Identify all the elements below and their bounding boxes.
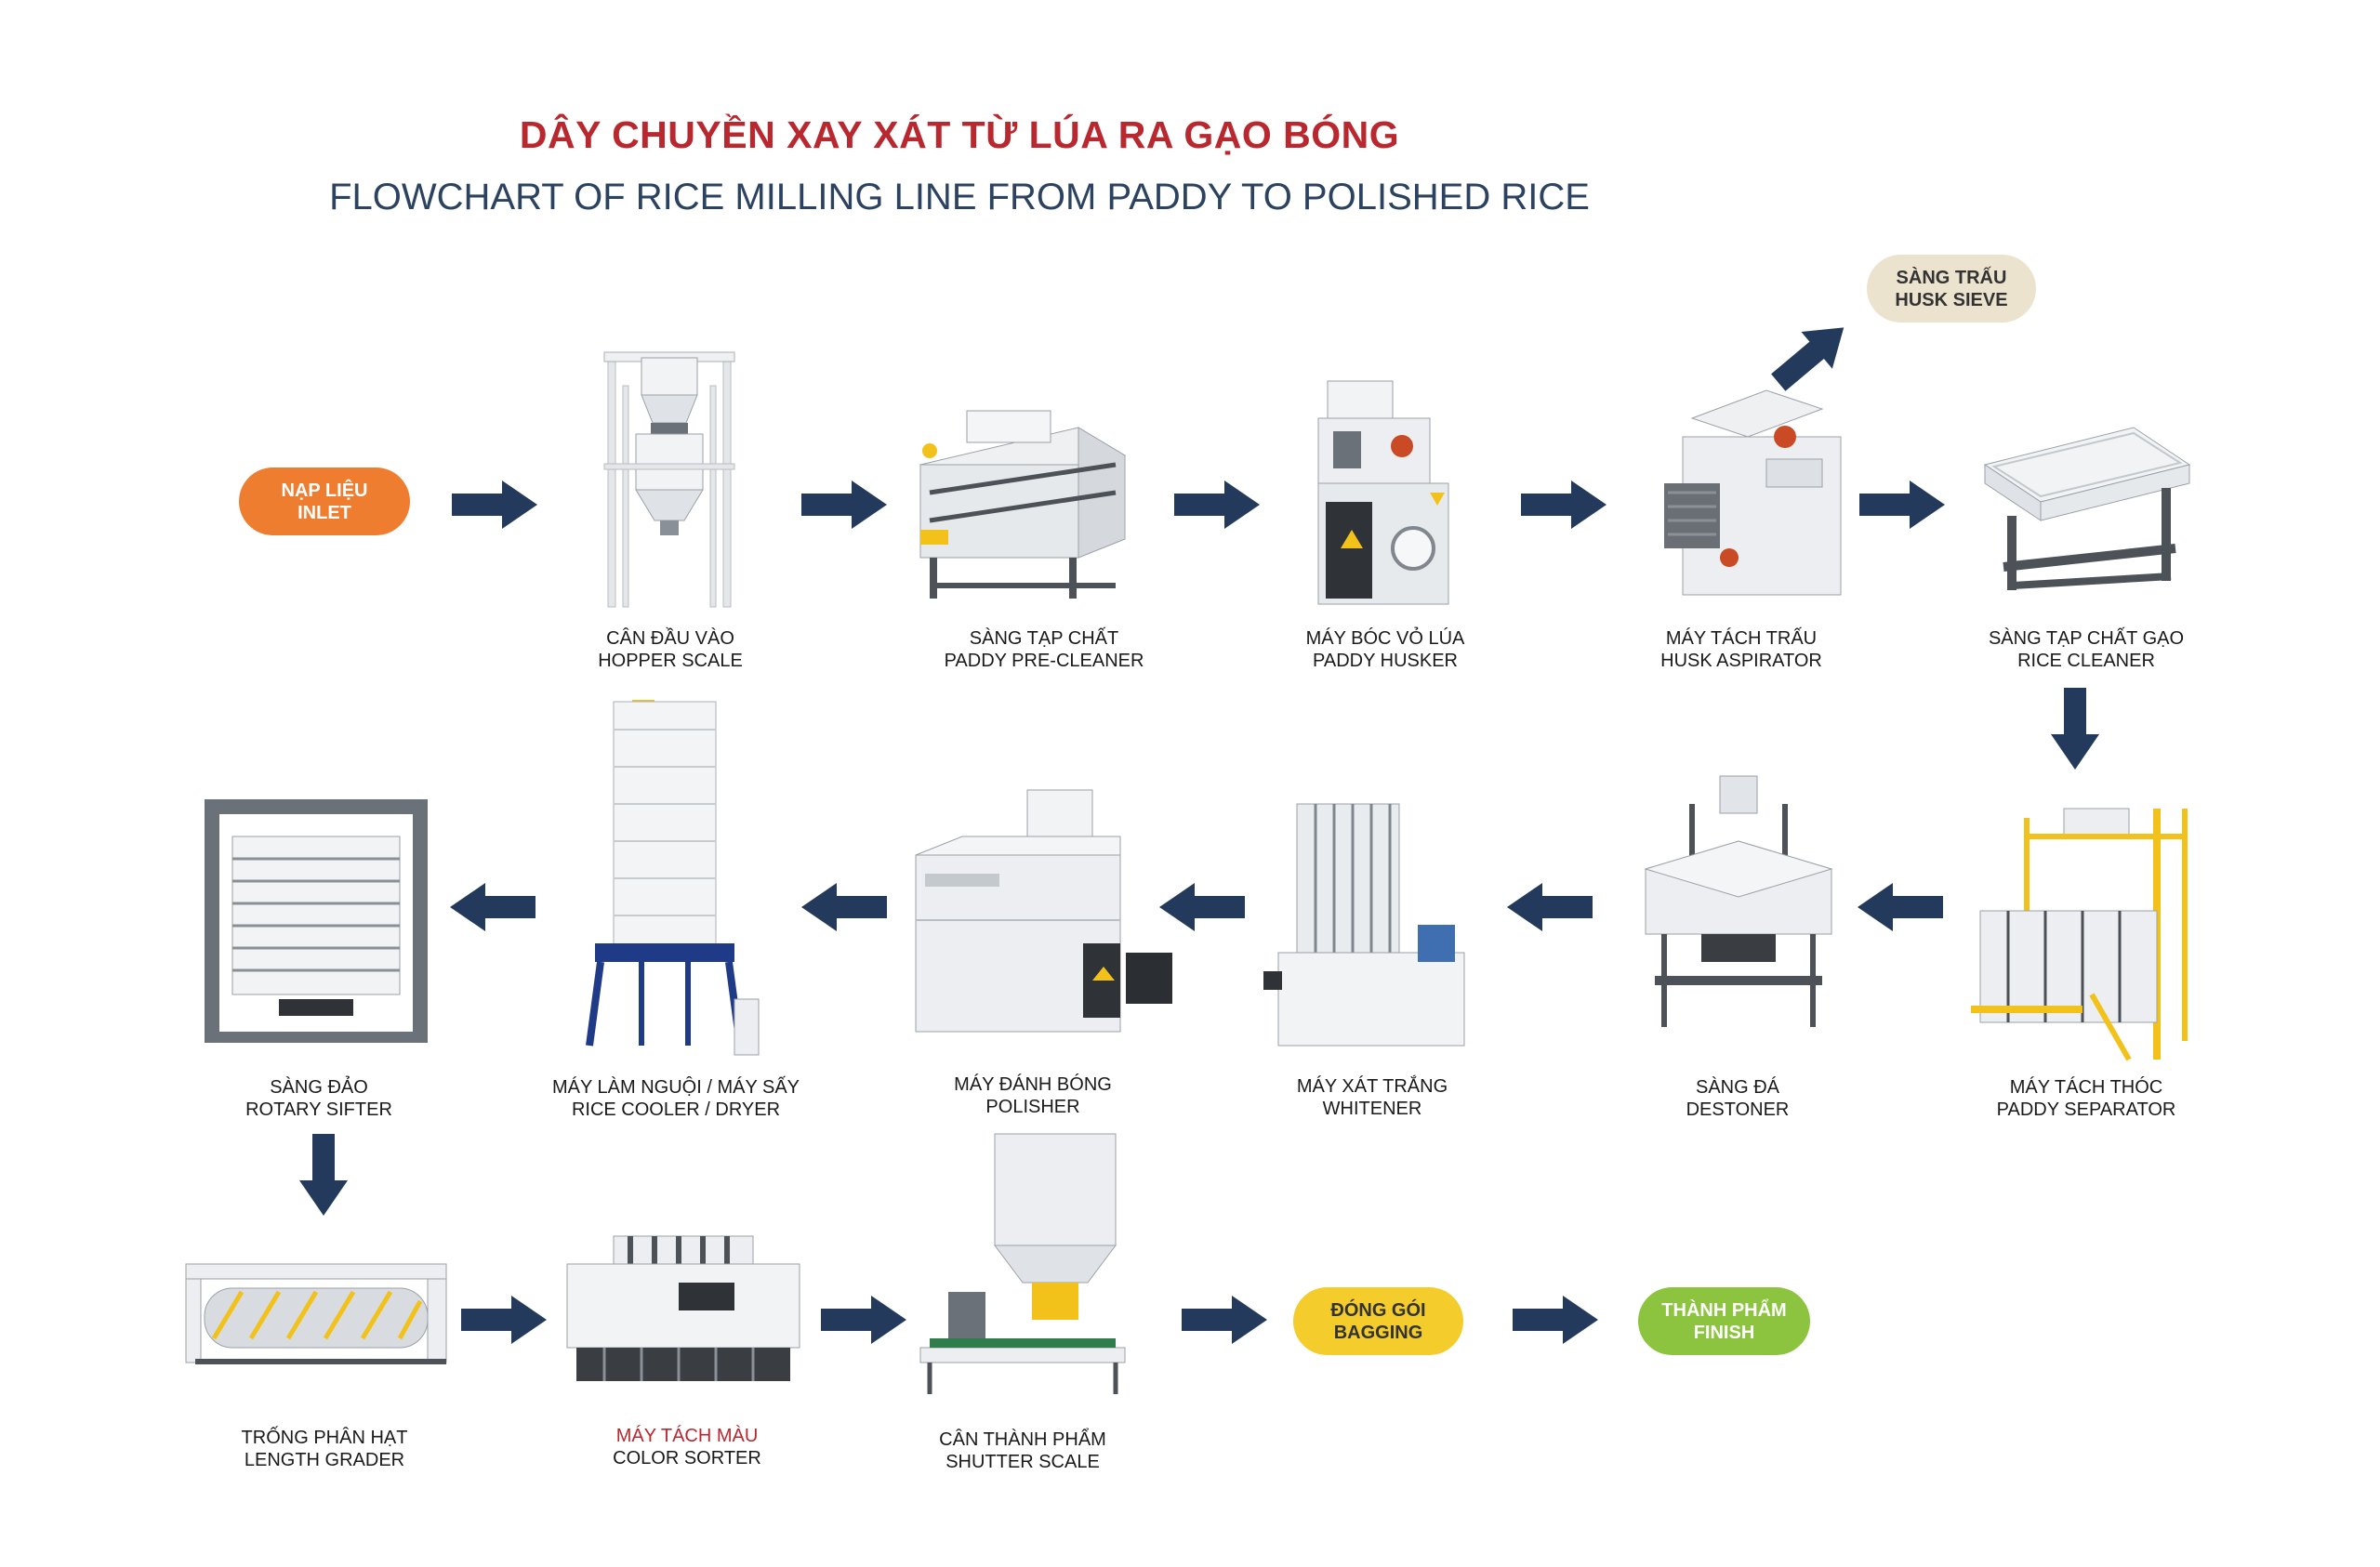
station-label-pre-cleaner: SÀNG TẠP CHẤT PADDY PRE-CLEANER [944,628,1144,671]
arrow-right-icon [1174,481,1260,529]
station-label-hopper-scale: CÂN ĐẦU VÀO HOPPER SCALE [598,628,743,671]
station-label-husker: MÁY BÓC VỎ LÚA PADDY HUSKER [1305,628,1465,671]
station-label-rice-cleaner: SÀNG TẠP CHẤT GẠO RICE CLEANER [1988,628,2185,671]
station-label-cooler-dryer: MÁY LÀM NGUỘI / MÁY SẤY RICE COOLER / DR… [552,1077,800,1120]
husk-sieve-label-en: HUSK SIEVE [1895,289,2008,310]
finish-pill: THÀNH PHẨM FINISH [1638,1287,1810,1355]
finish-label-vi: THÀNH PHẨM [1661,1299,1787,1321]
diagram-title-vi: DÂY CHUYỀN XAY XÁT TỪ LÚA RA GẠO BÓNG [519,113,1400,156]
inlet-label-en: INLET [298,502,351,523]
length-grader-icon [185,1263,447,1364]
station-label-shutter-scale: CÂN THÀNH PHẨM SHUTTER SCALE [939,1429,1106,1472]
station-label-color-sorter: MÁY TÁCH MÀU COLOR SORTER [613,1426,761,1468]
arrow-up-right-icon [1771,327,1844,391]
arrow-right-icon [461,1296,547,1344]
whitener-icon [1263,803,1465,1047]
inlet-pill: NẠP LIỆU INLET [239,467,410,535]
arrow-right-icon [1859,481,1945,529]
arrow-down-icon [2051,688,2099,770]
arrow-right-icon [821,1296,906,1344]
paddy-separator-icon [1971,808,2188,1061]
color-sorter-icon [566,1235,800,1381]
cooler-dryer-icon [586,700,760,1056]
arrow-left-icon [801,883,887,931]
polisher-icon [915,789,1172,1033]
pre-cleaner-icon [919,410,1127,599]
bagging-label-en: BAGGING [1333,1322,1423,1343]
arrow-right-icon [1513,1296,1598,1344]
arrow-left-icon [1858,883,1943,931]
arrow-right-icon [452,481,537,529]
destoner-icon [1644,775,1833,1027]
station-label-rotary-sifter: SÀNG ĐẢO ROTARY SIFTER [245,1077,392,1120]
husk-sieve-pill: SÀNG TRẤU HUSK SIEVE [1867,255,2036,323]
bagging-pill: ĐÓNG GÓI BAGGING [1293,1287,1463,1355]
station-label-aspirator: MÁY TÁCH TRẤU HUSK ASPIRATOR [1660,628,1822,671]
station-label-polisher: MÁY ĐÁNH BÓNG POLISHER [954,1074,1112,1117]
arrow-right-icon [1521,481,1606,529]
arrow-right-icon [801,481,887,529]
husk-sieve-label-vi: SÀNG TRẤU [1896,267,2007,288]
arrow-left-icon [1507,883,1593,931]
arrow-right-icon [1182,1296,1267,1344]
diagram-title-en: FLOWCHART OF RICE MILLING LINE FROM PADD… [329,177,1590,217]
finish-label-en: FINISH [1693,1322,1755,1343]
station-label-paddy-separator: MÁY TÁCH THÓC PADDY SEPARATOR [1996,1077,2176,1120]
station-label-length-grader: TRỐNG PHÂN HẠT LENGTH GRADER [241,1428,408,1470]
aspirator-icon [1664,389,1842,596]
station-label-whitener: MÁY XÁT TRẮNG WHITENER [1296,1076,1448,1119]
arrow-left-icon [450,883,536,931]
hopper-scale-icon [603,351,735,608]
arrow-left-icon [1159,883,1245,931]
bagging-label-vi: ĐÓNG GÓI [1330,1299,1426,1321]
inlet-label-vi: NẠP LIỆU [281,480,368,501]
husker-icon [1317,380,1449,605]
rice-cleaner-icon [1983,427,2191,590]
rotary-sifter-icon [205,799,428,1043]
station-label-destoner: SÀNG ĐÁ DESTONER [1686,1077,1790,1120]
shutter-scale-icon [919,1133,1126,1394]
arrow-down-icon [299,1134,348,1216]
